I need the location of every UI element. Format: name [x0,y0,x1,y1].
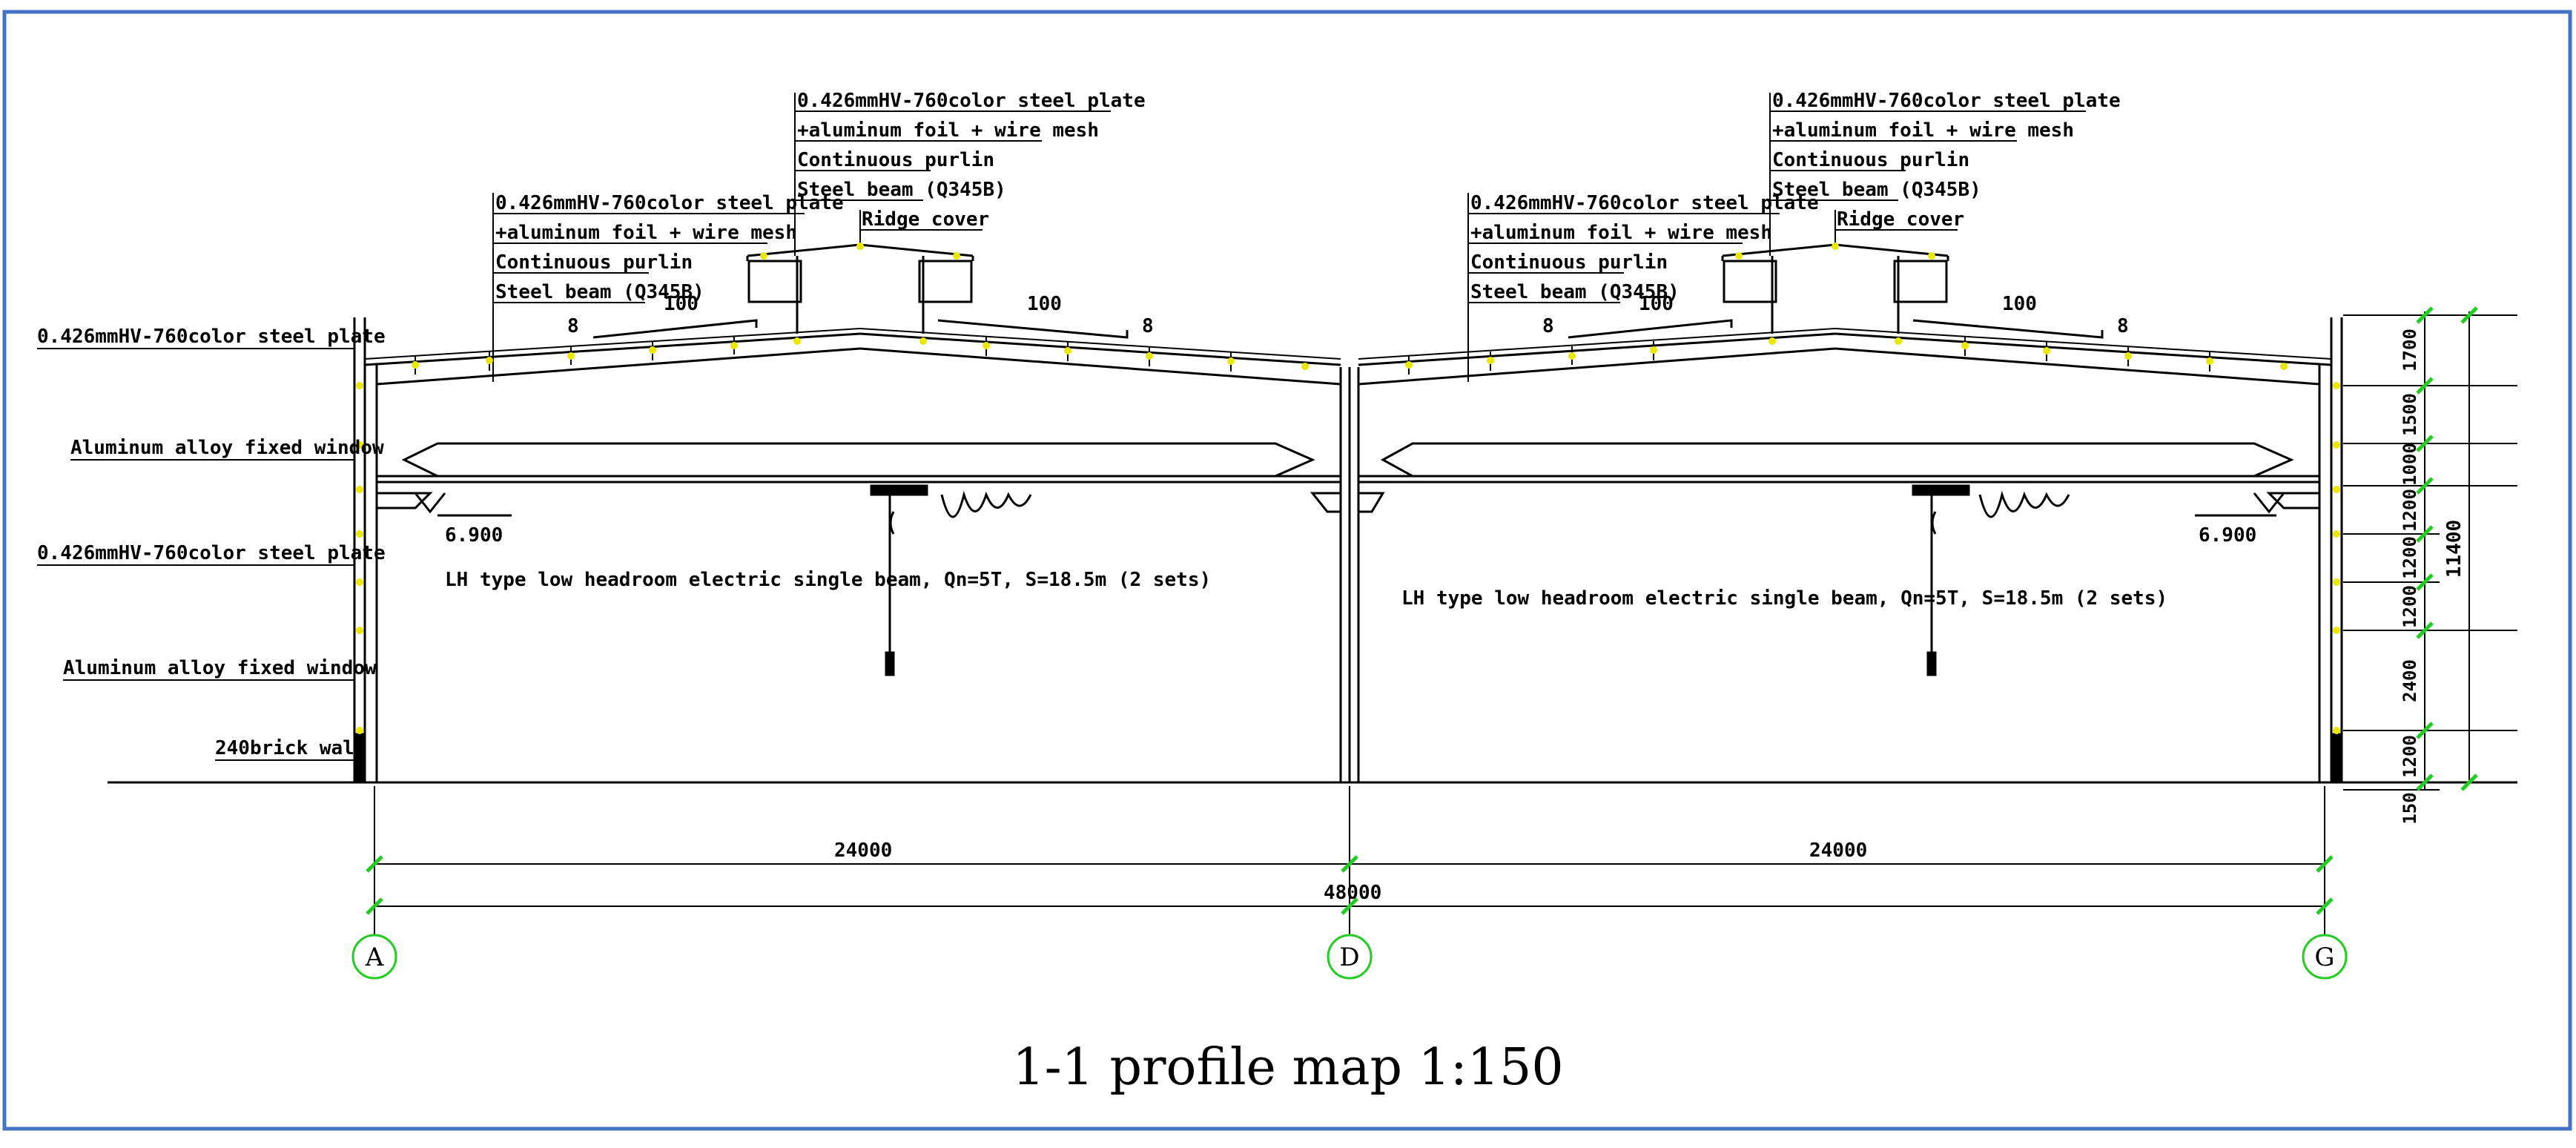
vdim-total: 11400 [2443,520,2466,578]
slope-run-4: 100 [2002,293,2037,315]
dimension-ticks [366,306,2478,915]
crane-label-right: LH type low headroom electric single bea… [1401,587,2167,610]
slope-rise-1: 8 [567,315,579,337]
drawing-title: 1-1 profile map 1:150 [1012,1038,1563,1097]
roof-spec-left-4: Steel beam (Q345B) [495,281,704,303]
crane-label-left: LH type low headroom electric single bea… [445,569,1211,591]
label-window-lower: Aluminum alloy fixed window [63,657,377,679]
vdim-4: 1200 [2400,489,2420,532]
node-dots [356,243,2340,734]
vdim-6: 1200 [2400,585,2420,628]
vdim-8: 1200 [2400,735,2420,778]
axis-markers [351,934,2348,980]
slope-run-2: 100 [1027,293,1062,315]
ridge-spec-left-1: 0.426mmHV-760color steel plate [797,90,1146,112]
label-window-upper: Aluminum alloy fixed window [70,437,384,459]
axis-label-d: D [1339,943,1359,972]
roof-spec-left-1: 0.426mmHV-760color steel plate [495,192,844,214]
drawing-border [2,10,2572,1131]
ridge-spec-right-3: Continuous purlin [1772,149,1969,171]
slope-indicators [592,319,2104,339]
slope-rise-4: 8 [2117,315,2129,337]
roof-spec-right-4: Steel beam (Q345B) [1470,281,1680,303]
elevation-right: 6.900 [2199,524,2256,547]
columns [353,317,2343,784]
ridge-spec-right-4: Steel beam (Q345B) [1772,179,1981,201]
slope-run-3: 100 [1639,293,1674,315]
ridge-spec-right-5: Ridge cover [1837,208,1964,231]
label-roof-plate: 0.426mmHV-760color steel plate [37,326,386,348]
ridge-spec-left-4: Steel beam (Q345B) [797,179,1006,201]
slope-run-1: 100 [664,293,699,315]
slope-rise-3: 8 [1542,315,1554,337]
dimension-lines [374,311,2517,934]
vdim-3: 1000 [2400,443,2420,486]
axis-bubble-d [1327,934,1373,980]
ridge-spec-left-3: Continuous purlin [797,149,994,171]
roof-spec-left-2: +aluminum foil + wire mesh [495,222,797,244]
roof-rafters [364,328,2332,386]
vdim-9: 150 [2400,792,2420,824]
vdim-2: 1500 [2400,393,2420,436]
axis-bubble-a [351,934,397,980]
roof-spec-right-1: 0.426mmHV-760color steel plate [1470,192,1819,214]
axis-label-a: A [365,943,384,972]
ridge-spec-right-1: 0.426mmHV-760color steel plate [1772,90,2121,112]
vdim-7: 2400 [2400,659,2420,702]
roof-spec-left-3: Continuous purlin [495,251,693,274]
label-brick-wall: 240brick wall [215,737,366,759]
span-total: 48000 [1324,882,1381,904]
axis-label-g: G [2314,943,2334,972]
ridge-spec-left-5: Ridge cover [862,208,989,231]
leader-lines [37,93,2086,761]
slope-rise-2: 8 [1142,315,1154,337]
ridge-monitors [746,243,1949,334]
elevation-left: 6.900 [445,524,503,547]
crane-girders [377,442,2319,513]
axis-bubble-g [2302,934,2348,980]
vdim-5: 1200 [2400,536,2420,579]
label-wall-plate: 0.426mmHV-760color steel plate [37,542,386,564]
span-left: 24000 [834,839,892,862]
elevation-markers [414,492,2285,517]
ridge-spec-right-2: +aluminum foil + wire mesh [1772,119,2074,142]
span-right: 24000 [1809,839,1867,862]
roof-spec-right-3: Continuous purlin [1470,251,1668,274]
hoist-left [870,484,1032,676]
ridge-spec-left-2: +aluminum foil + wire mesh [797,119,1099,142]
vdim-1: 1700 [2400,329,2420,372]
hoist-right [1912,484,2070,676]
roof-spec-right-2: +aluminum foil + wire mesh [1470,222,1772,244]
